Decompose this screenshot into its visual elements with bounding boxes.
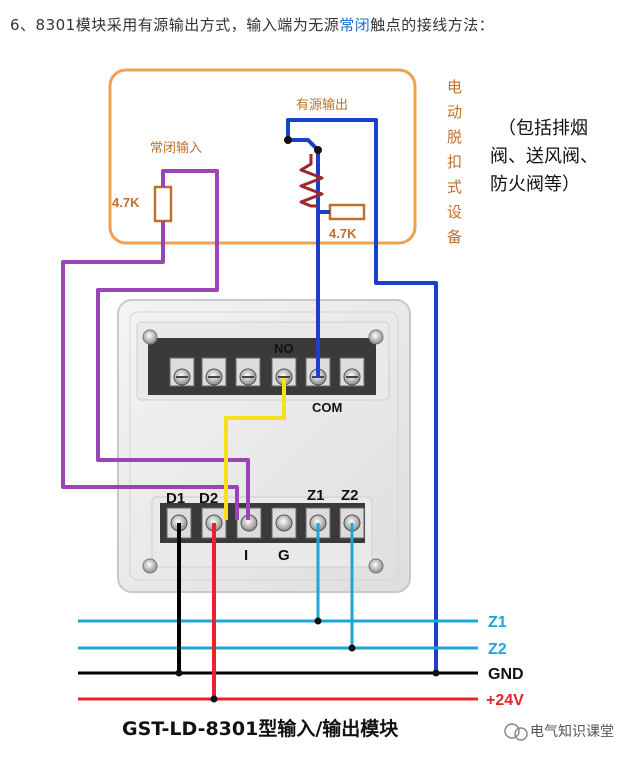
junction-z1 bbox=[314, 617, 322, 625]
watermark-icon bbox=[504, 723, 520, 739]
top-terminal bbox=[201, 357, 227, 387]
yellow-wire bbox=[224, 378, 286, 520]
heading-suffix: 触点的接线方法： bbox=[370, 16, 495, 34]
device-side-char: 设 bbox=[447, 203, 462, 221]
bottom-terminal-i bbox=[236, 507, 262, 539]
heading-prefix: 6、8301模块采用有源输出方式，输入端为无源 bbox=[10, 16, 340, 34]
label-no: NO bbox=[274, 341, 294, 356]
active-output-label: 有源输出 bbox=[296, 97, 348, 113]
heading: 6、8301模块采用有源输出方式，输入端为无源常闭触点的接线方法： bbox=[10, 14, 635, 35]
bus-24v-label: +24V bbox=[486, 692, 524, 709]
bus-gnd-label: GND bbox=[488, 666, 524, 683]
junction-24v bbox=[210, 695, 218, 703]
label-d2: D2 bbox=[199, 490, 218, 507]
top-terminal bbox=[235, 357, 261, 387]
bus-z1-label: Z1 bbox=[488, 614, 507, 631]
purple-wires bbox=[61, 169, 250, 520]
watermark-icon bbox=[514, 727, 528, 741]
resistor-left-label: 4.7K bbox=[112, 195, 140, 210]
label-i: I bbox=[244, 547, 248, 564]
watermark-text: 电气知识课堂 bbox=[530, 723, 614, 740]
note-line: 阀、送风阀、 bbox=[490, 146, 598, 167]
heading-highlight: 常闭 bbox=[339, 16, 371, 34]
device-box bbox=[108, 68, 417, 245]
caption: GST-LD-8301型输入/输出模块 bbox=[122, 717, 399, 740]
label-g: G bbox=[278, 547, 290, 564]
label-z1: Z1 bbox=[307, 487, 325, 504]
junction-gnd bbox=[175, 669, 183, 677]
note-line: （包括排烟 bbox=[498, 118, 588, 139]
coil-node bbox=[284, 136, 292, 144]
resistor-left bbox=[153, 185, 173, 223]
watermark: 电气知识课堂 bbox=[504, 723, 614, 741]
top-terminals bbox=[169, 357, 365, 387]
bus-z2-label: Z2 bbox=[488, 641, 507, 658]
device-side-char: 式 bbox=[447, 178, 462, 196]
coil-node bbox=[314, 146, 322, 154]
blue-wires bbox=[286, 118, 438, 672]
device-side-char: 扣 bbox=[447, 153, 462, 171]
device-side-char: 动 bbox=[447, 103, 462, 121]
device-side-char: 电 bbox=[447, 78, 462, 96]
top-terminal bbox=[339, 357, 365, 387]
device-side-char: 脱 bbox=[447, 128, 462, 146]
label-z2: Z2 bbox=[341, 487, 359, 504]
nc-input-label: 常闭输入 bbox=[150, 140, 202, 156]
junction-gnd-right bbox=[432, 669, 440, 677]
resistor-right bbox=[328, 203, 366, 221]
note: （包括排烟 阀、送风阀、 防火阀等） bbox=[490, 118, 598, 195]
junction-z2 bbox=[348, 644, 356, 652]
note-line: 防火阀等） bbox=[490, 174, 580, 195]
module-plate bbox=[117, 299, 411, 593]
label-com: COM bbox=[312, 400, 342, 415]
device-side-label: 电 动 脱 扣 式 设 备 bbox=[447, 78, 462, 246]
coil bbox=[299, 154, 324, 208]
device-side-char: 备 bbox=[447, 228, 462, 246]
resistor-right-label: 4.7K bbox=[329, 226, 357, 241]
bottom-terminal-g bbox=[271, 507, 297, 539]
label-d1: D1 bbox=[166, 490, 185, 507]
top-terminal bbox=[169, 357, 195, 387]
